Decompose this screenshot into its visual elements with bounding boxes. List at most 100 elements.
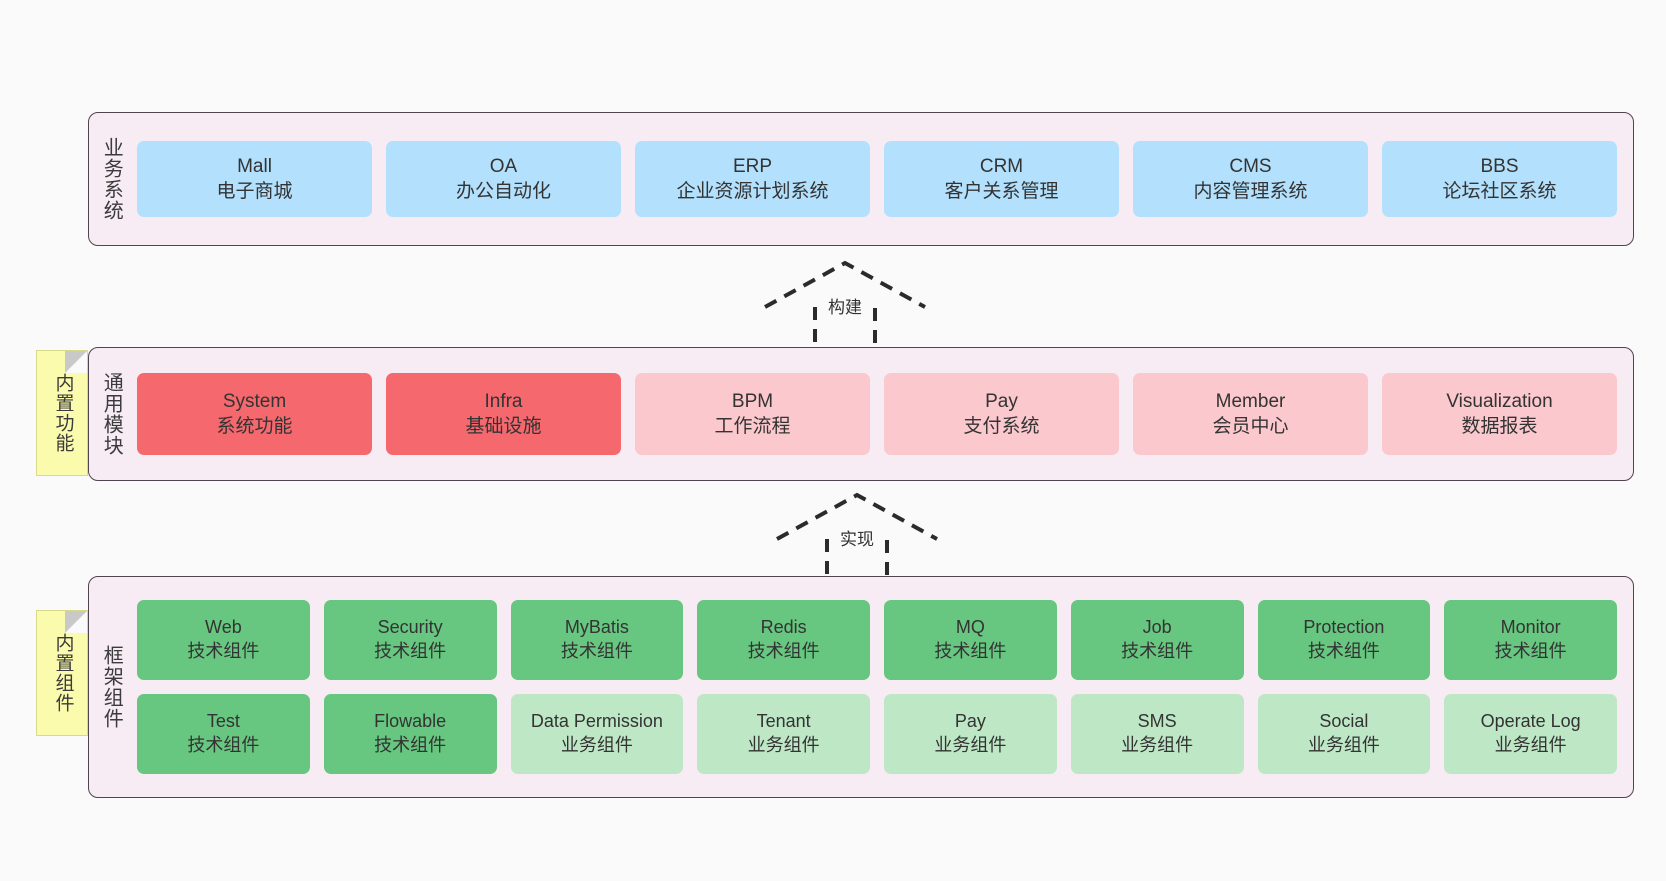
card-test-en: Test — [206, 711, 240, 732]
card-operate-log-cn: 业务组件 — [1494, 735, 1567, 755]
card-redis-en: Redis — [760, 617, 807, 638]
card-social[interactable]: Social 业务组件 — [1257, 694, 1431, 774]
card-member[interactable]: Member 会员中心 — [1133, 373, 1368, 455]
card-mq-cn: 技术组件 — [934, 641, 1007, 661]
card-mall-en: Mall — [237, 155, 272, 177]
card-redis[interactable]: Redis 技术组件 — [697, 600, 870, 680]
card-pay-component[interactable]: Pay 业务组件 — [884, 694, 1057, 774]
card-cms[interactable]: CMS 内容管理系统 — [1133, 141, 1368, 217]
card-mybatis-cn: 技术组件 — [560, 641, 633, 661]
card-infra-en: Infra — [484, 390, 523, 412]
card-test-cn: 技术组件 — [187, 735, 260, 755]
card-mall[interactable]: Mall 电子商城 — [137, 141, 372, 217]
card-infra-cn: 基础设施 — [465, 416, 542, 437]
card-sms-cn: 业务组件 — [1121, 735, 1194, 755]
card-erp-cn: 企业资源计划系统 — [676, 181, 829, 202]
card-web-cn: 技术组件 — [187, 641, 260, 661]
card-pay-module-cn: 支付系统 — [963, 416, 1040, 437]
card-protection[interactable]: Protection 技术组件 — [1257, 600, 1431, 680]
card-data-permission[interactable]: Data Permission 业务组件 — [510, 694, 684, 774]
card-web[interactable]: Web 技术组件 — [137, 600, 310, 680]
card-oa-en: OA — [489, 155, 518, 177]
card-oa[interactable]: OA 办公自动化 — [386, 141, 621, 217]
card-system-cn: 系统功能 — [216, 416, 293, 437]
note-builtin-functions: 内置功能 — [36, 350, 88, 476]
card-bpm[interactable]: BPM 工作流程 — [635, 373, 870, 455]
framework-card-row-2: Test 技术组件 Flowable 技术组件 Data Permission … — [137, 694, 1617, 774]
card-visualization[interactable]: Visualization 数据报表 — [1382, 373, 1617, 455]
card-bbs-cn: 论坛社区系统 — [1442, 181, 1557, 202]
card-protection-en: Protection — [1303, 617, 1385, 638]
card-test[interactable]: Test 技术组件 — [137, 694, 310, 774]
card-bpm-cn: 工作流程 — [714, 416, 791, 437]
layer-title-business: 业务系统 — [100, 137, 123, 221]
connector-implement-shape — [776, 492, 938, 584]
card-system[interactable]: System 系统功能 — [137, 373, 372, 455]
card-mall-cn: 电子商城 — [216, 181, 293, 202]
card-crm[interactable]: CRM 客户关系管理 — [884, 141, 1119, 217]
card-flowable-en: Flowable — [374, 711, 447, 732]
card-visualization-en: Visualization — [1446, 390, 1553, 412]
card-mybatis[interactable]: MyBatis 技术组件 — [510, 600, 684, 680]
card-job[interactable]: Job 技术组件 — [1070, 600, 1244, 680]
connector-implement: 实现 — [772, 487, 942, 587]
card-infra[interactable]: Infra 基础设施 — [386, 373, 621, 455]
card-pay-component-cn: 业务组件 — [934, 735, 1007, 755]
card-security-cn: 技术组件 — [374, 641, 447, 661]
card-erp-en: ERP — [732, 155, 773, 177]
modules-card-row: System 系统功能 Infra 基础设施 BPM 工作流程 Pay 支付系统… — [137, 373, 1617, 455]
card-tenant-cn: 业务组件 — [747, 735, 820, 755]
card-flowable-cn: 技术组件 — [374, 735, 447, 755]
card-job-en: Job — [1142, 617, 1172, 638]
card-bpm-en: BPM — [731, 390, 774, 412]
card-tenant-en: Tenant — [756, 711, 811, 732]
card-monitor-cn: 技术组件 — [1494, 641, 1567, 661]
business-card-row: Mall 电子商城 OA 办公自动化 ERP 企业资源计划系统 CRM 客户关系… — [137, 141, 1617, 217]
card-bbs[interactable]: BBS 论坛社区系统 — [1382, 141, 1617, 217]
card-mq[interactable]: MQ 技术组件 — [884, 600, 1057, 680]
card-social-en: Social — [1319, 711, 1369, 732]
card-bbs-en: BBS — [1480, 155, 1519, 177]
card-monitor-en: Monitor — [1500, 617, 1561, 638]
card-web-en: Web — [205, 617, 242, 638]
layer-body-business: Mall 电子商城 OA 办公自动化 ERP 企业资源计划系统 CRM 客户关系… — [133, 113, 1633, 245]
card-cms-en: CMS — [1229, 155, 1272, 177]
card-visualization-cn: 数据报表 — [1461, 416, 1538, 437]
framework-card-row-1: Web 技术组件 Security 技术组件 MyBatis 技术组件 Redi… — [137, 600, 1617, 680]
card-mybatis-en: MyBatis — [564, 617, 629, 638]
note-builtin-functions-label: 内置功能 — [52, 373, 74, 453]
card-security[interactable]: Security 技术组件 — [323, 600, 497, 680]
layer-body-framework: Web 技术组件 Security 技术组件 MyBatis 技术组件 Redi… — [133, 577, 1633, 797]
card-member-en: Member — [1215, 390, 1286, 412]
layer-framework-components: 框架组件 Web 技术组件 Security 技术组件 MyBatis 技术组件… — [88, 576, 1634, 798]
layer-title-framework: 框架组件 — [100, 645, 123, 729]
card-member-cn: 会员中心 — [1212, 416, 1289, 437]
card-monitor[interactable]: Monitor 技术组件 — [1444, 600, 1617, 680]
card-crm-cn: 客户关系管理 — [944, 181, 1059, 202]
card-job-cn: 技术组件 — [1121, 641, 1194, 661]
card-system-en: System — [222, 390, 287, 412]
note-builtin-components: 内置组件 — [36, 610, 88, 736]
layer-title-modules: 通用模块 — [100, 372, 123, 456]
card-sms[interactable]: SMS 业务组件 — [1070, 694, 1244, 774]
card-operate-log-en: Operate Log — [1480, 711, 1581, 732]
card-pay-module[interactable]: Pay 支付系统 — [884, 373, 1119, 455]
card-erp[interactable]: ERP 企业资源计划系统 — [635, 141, 870, 217]
layer-business-systems: 业务系统 Mall 电子商城 OA 办公自动化 ERP 企业资源计划系统 CRM… — [88, 112, 1634, 246]
card-operate-log[interactable]: Operate Log 业务组件 — [1444, 694, 1617, 774]
card-data-permission-cn: 业务组件 — [560, 735, 633, 755]
layer-common-modules: 通用模块 System 系统功能 Infra 基础设施 BPM 工作流程 Pay… — [88, 347, 1634, 481]
card-sms-en: SMS — [1137, 711, 1177, 732]
card-protection-cn: 技术组件 — [1307, 641, 1380, 661]
card-pay-module-en: Pay — [985, 390, 1018, 412]
card-security-en: Security — [377, 617, 443, 638]
card-tenant[interactable]: Tenant 业务组件 — [697, 694, 870, 774]
card-mq-en: MQ — [955, 617, 985, 638]
connector-build-shape — [764, 260, 926, 352]
note-builtin-components-label: 内置组件 — [52, 633, 74, 713]
card-flowable[interactable]: Flowable 技术组件 — [323, 694, 497, 774]
card-social-cn: 业务组件 — [1307, 735, 1380, 755]
card-oa-cn: 办公自动化 — [455, 181, 551, 202]
card-redis-cn: 技术组件 — [747, 641, 820, 661]
connector-build: 构建 — [760, 255, 930, 355]
